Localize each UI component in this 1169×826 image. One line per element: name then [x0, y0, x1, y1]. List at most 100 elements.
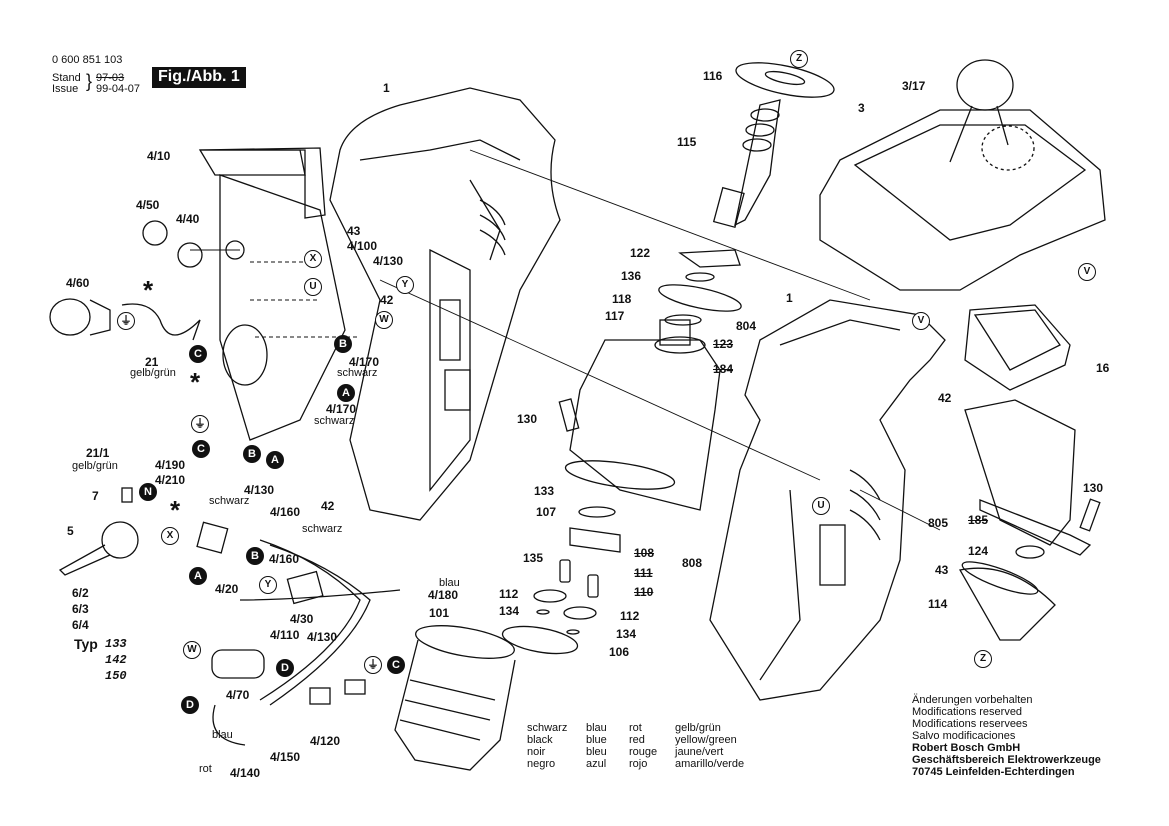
part-label: 4/20 — [215, 582, 239, 596]
part-label: 6/2 — [72, 586, 89, 600]
part-label: 4/110 — [270, 628, 300, 642]
wire-color: schwarz — [337, 367, 378, 379]
part-label: 4/140 — [230, 766, 261, 780]
part-label: 42 — [938, 391, 952, 405]
marker-y: Y — [259, 576, 277, 594]
marker-v: V — [912, 312, 930, 330]
part-label-struck: 111 — [634, 566, 653, 580]
part-label: 136 — [621, 269, 642, 283]
marker-u: U — [304, 278, 322, 296]
part-label: 4/170 — [326, 402, 357, 416]
part-label: 4/160 — [269, 552, 300, 566]
wire-color: blau — [212, 729, 233, 741]
legend-cell: rojo — [629, 758, 648, 770]
legend-cell: bleu — [586, 746, 607, 758]
part-label: 112 — [620, 609, 640, 623]
part-label-struck: 184 — [713, 362, 734, 376]
part-label: 101 — [429, 606, 450, 620]
legend-cell: rot — [629, 722, 642, 734]
wire-color: schwarz — [314, 415, 355, 427]
part-label: 112 — [499, 587, 519, 601]
part-label-struck: 110 — [634, 585, 654, 599]
legend-cell: schwarz — [527, 722, 568, 734]
part-label: 4/120 — [310, 734, 341, 748]
gear-housing — [558, 319, 721, 511]
asterisk-icon: * — [143, 275, 154, 305]
wire-color: gelb/grün — [130, 367, 176, 379]
marker-z: Z — [974, 650, 992, 668]
wire-color: blau — [439, 577, 460, 589]
part-label: 4/150 — [270, 750, 301, 764]
part-label: 4/10 — [147, 149, 171, 163]
legend-cell: amarillo/verde — [675, 758, 745, 770]
part-label: 43 — [935, 563, 949, 577]
footer-line: Salvo modificaciones — [912, 730, 1016, 742]
part-label-struck: 108 — [634, 546, 655, 560]
marker-b: B — [334, 335, 352, 353]
part-label: 6/3 — [72, 602, 89, 616]
marker-c: C — [189, 345, 207, 363]
wire-color: gelb/grün — [72, 460, 118, 472]
brace: } — [86, 71, 93, 91]
legend-col-blue: blau blue bleu azul — [586, 722, 607, 770]
part-label: 4/50 — [136, 198, 160, 212]
part-number: 0 600 851 103 — [52, 54, 123, 66]
earth-ground-icon: ⏚ — [117, 312, 135, 330]
shaft-assembly — [658, 62, 835, 326]
part-label: 7 — [92, 489, 99, 503]
earth-ground-icon: ⏚ — [364, 656, 382, 674]
company-address: 70745 Leinfelden-Echterdingen — [912, 766, 1075, 778]
legend-cell: blue — [586, 734, 607, 746]
marker-c: C — [387, 656, 405, 674]
issue-date: 99-04-07 — [96, 83, 141, 95]
part-label-struck: 123 — [713, 337, 734, 351]
wire-color: schwarz — [209, 495, 250, 507]
marker-a: A — [337, 384, 355, 402]
part-label: 3/17 — [902, 79, 926, 93]
part-label: 808 — [682, 556, 703, 570]
left-small-parts — [49, 220, 401, 746]
stand-date: 97-03 — [96, 72, 125, 84]
legend-col-black: schwarz black noir negro — [527, 722, 567, 770]
part-label: 122 — [630, 246, 651, 260]
part-label: 4/160 — [270, 505, 301, 519]
part-label: 805 — [928, 516, 949, 530]
part-label: 4/170 — [349, 355, 380, 369]
legend-cell: azul — [586, 758, 607, 770]
legend-cell: red — [629, 734, 645, 746]
part-label: 134 — [616, 627, 637, 641]
marker-v: V — [1078, 263, 1096, 281]
asterisk-icon: * — [170, 495, 181, 525]
part-label: 4/100 — [347, 239, 378, 253]
motor-101 — [394, 625, 516, 771]
part-label: 4/130 — [307, 630, 338, 644]
part-1-right-housing — [709, 299, 946, 701]
part-label: 4/130 — [244, 483, 275, 497]
part-label: 3 — [858, 101, 865, 115]
part-label: 116 — [703, 69, 723, 83]
part-label: 107 — [536, 505, 557, 519]
legend-col-red: rot red rouge rojo — [629, 722, 657, 770]
marker-w: W — [375, 311, 393, 329]
part-label: 4/130 — [373, 254, 404, 268]
part-label: 114 — [928, 597, 948, 611]
part-label: 106 — [609, 645, 630, 659]
legend-cell: noir — [527, 746, 546, 758]
wire-color: rot — [199, 763, 212, 775]
typ-value: 150 — [105, 669, 127, 683]
footer-line: Modifications reserved — [912, 706, 1023, 718]
part-label: 42 — [321, 499, 335, 513]
marker-a: A — [266, 451, 284, 469]
footer-notice: Änderungen vorbehalten Modifications res… — [912, 694, 1101, 778]
marker-b: B — [243, 445, 261, 463]
part-label-struck: 185 — [968, 513, 989, 527]
typ-value: 133 — [105, 637, 127, 651]
part-3-lid — [819, 59, 1106, 291]
company-name: Robert Bosch GmbH — [912, 742, 1021, 754]
figure-label: Fig./Abb. 1 — [152, 67, 246, 88]
typ-label: Typ — [74, 636, 98, 652]
part-label: 4/190 — [155, 458, 186, 472]
part-label: 4/180 — [428, 588, 459, 602]
footer-line: Modifications reservees — [912, 718, 1028, 730]
